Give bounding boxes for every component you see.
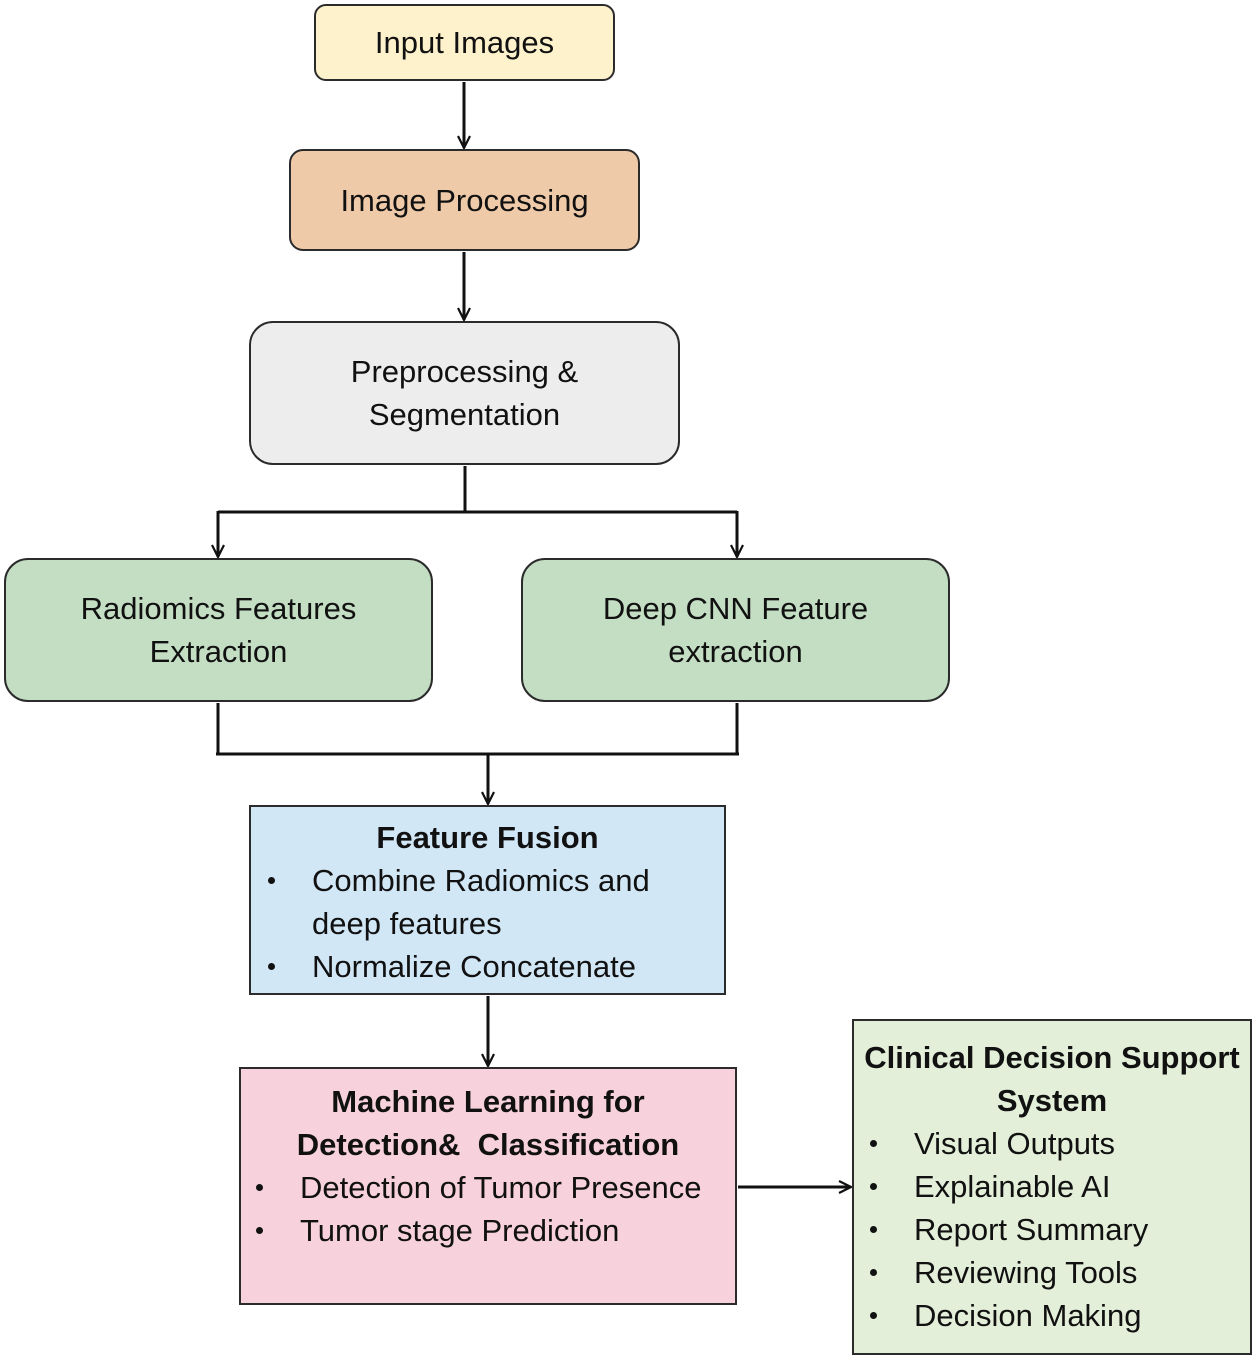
node-input-images: Input Images [314, 4, 615, 81]
bullet-dot-icon [268, 963, 275, 970]
node-machine-learning-title: Machine Learning for Detection& Classifi… [241, 1080, 735, 1166]
node-feature-fusion-title: Feature Fusion [376, 820, 599, 855]
node-clinical-decision-support-system: Clinical Decision Support System Visual … [852, 1019, 1252, 1355]
bullet-item: Reviewing Tools [854, 1251, 1250, 1294]
node-machine-learning: Machine Learning for Detection& Classifi… [239, 1067, 737, 1305]
title-line: Detection& Classification [296, 1127, 680, 1162]
node-radiomics-line: Extraction [149, 634, 288, 669]
title-line: Clinical Decision Support [864, 1040, 1240, 1075]
bullet-text: Detection of Tumor Presence [300, 1170, 702, 1205]
bullet-dot-icon [870, 1312, 877, 1319]
machine-learning-bullet-list: Detection of Tumor Presence Tumor stage … [241, 1166, 735, 1252]
node-image-processing-label: Image Processing [340, 182, 589, 218]
node-deep-cnn-feature-extraction: Deep CNN Feature extraction [521, 558, 950, 702]
node-preprocessing-line: Preprocessing & [350, 354, 579, 389]
bullet-item: Explainable AI [854, 1165, 1250, 1208]
bullet-item: Visual Outputs [854, 1122, 1250, 1165]
bullet-dot-icon [268, 877, 275, 884]
bullet-item: Tumor stage Prediction [241, 1209, 735, 1252]
node-feature-fusion: Feature Fusion Combine Radiomics and dee… [249, 805, 726, 995]
node-cdss-title: Clinical Decision Support System [854, 1036, 1250, 1122]
bullet-text: Visual Outputs [914, 1126, 1116, 1161]
bullet-text: Decision Making [914, 1298, 1142, 1333]
node-deep-cnn-line: Deep CNN Feature [602, 591, 869, 626]
node-preprocessing-segmentation: Preprocessing & Segmentation [249, 321, 680, 465]
bullet-text: Tumor stage Prediction [300, 1213, 620, 1248]
bullet-item: Report Summary [854, 1208, 1250, 1251]
bullet-text: Normalize Concatenate [312, 949, 636, 984]
feature-fusion-bullet-list: Combine Radiomics and deep features Norm… [251, 859, 724, 988]
bullet-dot-icon [256, 1227, 263, 1234]
bullet-dot-icon [870, 1226, 877, 1233]
bullet-item: Combine Radiomics and deep features [251, 859, 724, 945]
title-line: System [996, 1083, 1108, 1118]
bullet-dot-icon [256, 1184, 263, 1191]
bullet-item: Decision Making [854, 1294, 1250, 1337]
bullet-text: Report Summary [914, 1212, 1149, 1247]
node-radiomics-features-extraction: Radiomics Features Extraction [4, 558, 433, 702]
bullet-dot-icon [870, 1269, 877, 1276]
bullet-text: Reviewing Tools [914, 1255, 1138, 1290]
bullet-item: Detection of Tumor Presence [241, 1166, 735, 1209]
bullet-dot-icon [870, 1140, 877, 1147]
node-deep-cnn-line: extraction [668, 634, 803, 669]
bullet-item: Normalize Concatenate [251, 945, 724, 988]
node-image-processing: Image Processing [289, 149, 640, 251]
node-input-images-label: Input Images [374, 25, 555, 60]
bullet-dot-icon [870, 1183, 877, 1190]
title-line: Machine Learning for [331, 1084, 645, 1119]
bullet-text: Combine Radiomics and deep features [312, 863, 650, 941]
node-radiomics-line: Radiomics Features [80, 591, 357, 626]
node-preprocessing-line: Segmentation [368, 397, 561, 432]
bullet-text: Explainable AI [914, 1169, 1111, 1204]
cdss-bullet-list: Visual Outputs Explainable AI Report Sum… [854, 1122, 1250, 1337]
